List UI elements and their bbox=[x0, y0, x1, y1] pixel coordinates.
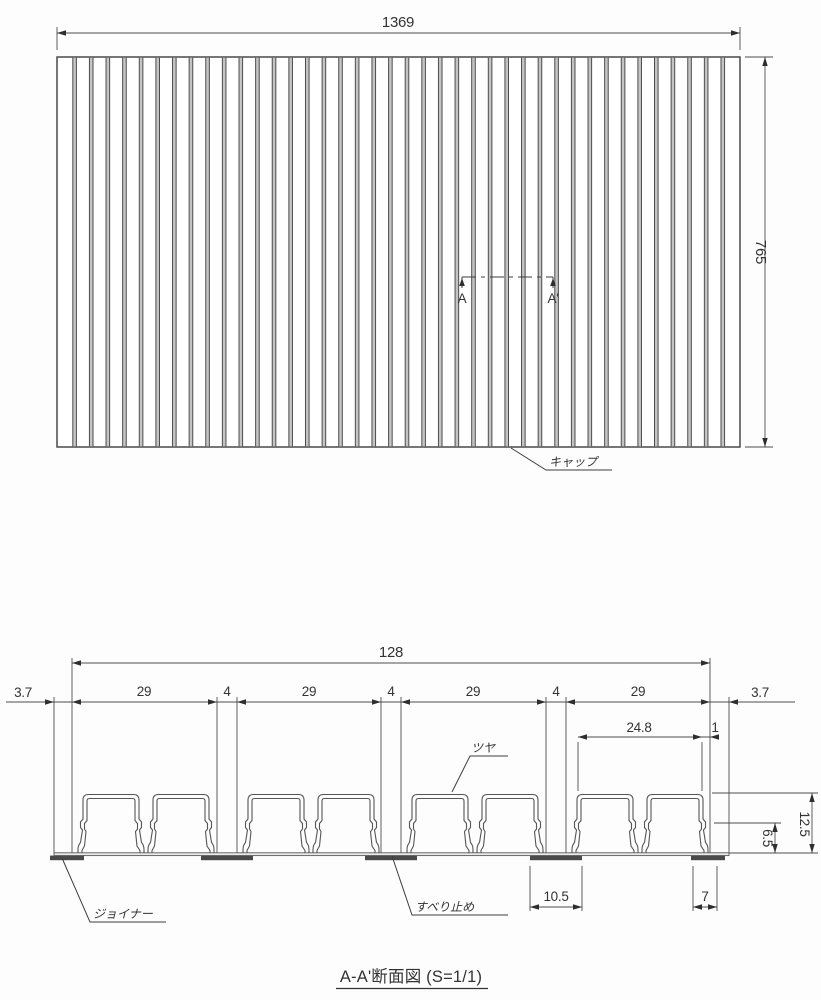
antislip-label: すべり止め bbox=[415, 900, 475, 914]
lid-outline bbox=[56, 56, 741, 448]
dim-top-offset: 1 bbox=[711, 720, 718, 735]
dim-height-foot: 6.5 bbox=[760, 829, 775, 847]
section-label-a: A bbox=[458, 291, 467, 306]
gloss-label: ツヤ bbox=[471, 741, 496, 755]
dim-seg-2: 29 bbox=[302, 684, 316, 699]
dimension-extension-lines bbox=[53, 27, 818, 911]
dim-height-total: 12.5 bbox=[797, 811, 812, 836]
cap-label: キャップ bbox=[549, 455, 600, 469]
joiner-label: ジョイナー bbox=[93, 907, 154, 921]
drawing-title: A-A'断面図 (S=1/1) bbox=[340, 967, 482, 986]
joiner-callout: ジョイナー bbox=[61, 857, 166, 923]
slat-lines bbox=[72, 57, 726, 447]
section-cut-marker: A A' bbox=[458, 276, 559, 306]
cap-callout: キャップ bbox=[510, 447, 612, 471]
plan-view: 1369 765 A A' キャップ bbox=[6, 14, 818, 911]
gloss-callout: ツヤ bbox=[451, 741, 508, 793]
dimension-arrows bbox=[45, 30, 815, 910]
dim-margin-right: 3.7 bbox=[751, 685, 769, 700]
antislip-pads bbox=[50, 855, 725, 861]
antislip-callout: すべり止め bbox=[391, 855, 508, 916]
joiner-strip bbox=[53, 852, 730, 857]
section-arrow-left-icon bbox=[459, 278, 465, 286]
dim-seg-0: 29 bbox=[137, 684, 151, 699]
dim-seg-5: 4 bbox=[552, 684, 560, 699]
drawing-title-block: A-A'断面図 (S=1/1) bbox=[336, 967, 488, 990]
dim-overall: 128 bbox=[379, 644, 403, 661]
section-view: 128 3.7 29 4 29 4 29 4 29 3.7 24.8 1 12.… bbox=[14, 644, 812, 923]
dim-plan-width: 1369 bbox=[382, 14, 414, 31]
dim-plan-height: 765 bbox=[752, 240, 769, 264]
dim-pad-mid: 10.5 bbox=[543, 889, 568, 904]
section-arrow-right-icon bbox=[550, 278, 556, 286]
dim-seg-4: 29 bbox=[466, 684, 480, 699]
dim-top-width: 24.8 bbox=[626, 720, 651, 735]
slat-profiles bbox=[77, 793, 709, 854]
section-label-a-prime: A' bbox=[548, 291, 559, 306]
dim-margin-left: 3.7 bbox=[14, 685, 32, 700]
dim-seg-3: 4 bbox=[387, 684, 395, 699]
dim-seg-6: 29 bbox=[631, 684, 645, 699]
dim-seg-1: 4 bbox=[223, 684, 231, 699]
dimension-lines bbox=[6, 32, 813, 908]
dim-pad-end: 7 bbox=[701, 889, 708, 904]
